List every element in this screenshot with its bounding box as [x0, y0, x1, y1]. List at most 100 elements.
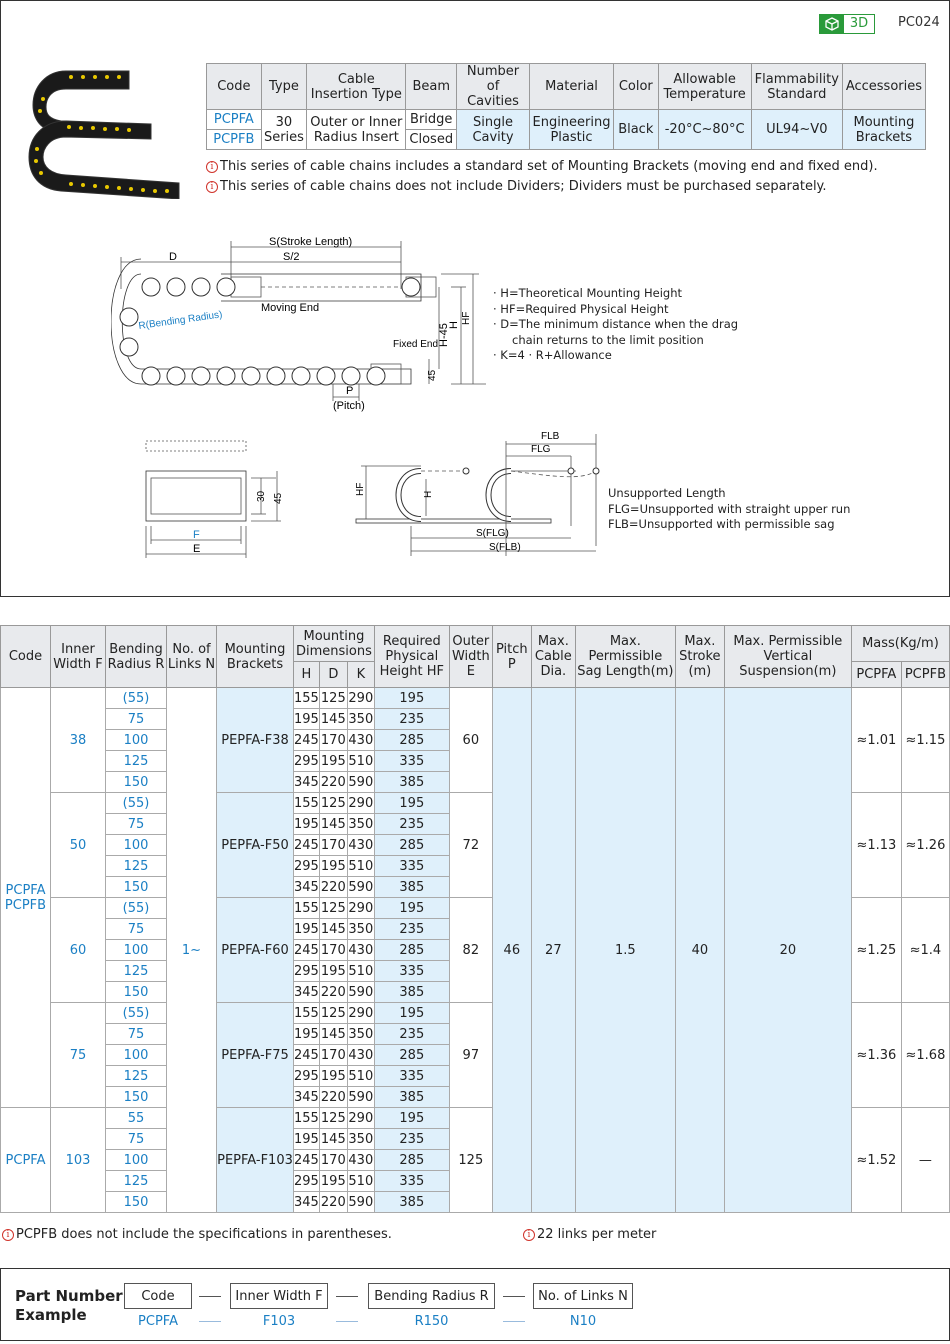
header-mass-a: PCPFA [850, 661, 902, 688]
hf-cell: 285 [373, 1149, 450, 1171]
hf-cell: 335 [373, 1065, 450, 1087]
hf-label: HF [461, 312, 472, 325]
header-hf: Required Physical Height HF [373, 625, 450, 688]
bending-radius-cell: 55 [105, 1107, 167, 1129]
hf-label: HF [355, 483, 366, 496]
d-cell: 125 [318, 897, 348, 919]
k-cell: 590 [346, 1191, 375, 1213]
k-cell: 590 [346, 876, 375, 898]
mass-a-cell: ≈1.36 [850, 1002, 902, 1108]
code-pcpfa[interactable]: PCPFA [206, 109, 262, 130]
pn-field-width: Inner Width F [230, 1283, 328, 1309]
bending-radius-cell: (55) [105, 687, 167, 709]
d-cell: 220 [318, 1191, 348, 1213]
legend-flb: FLB=Unsupported with permissible sag [608, 517, 835, 531]
beam-closed: Closed [405, 129, 458, 150]
k-cell: 510 [346, 960, 375, 982]
hf-cell: 195 [373, 792, 450, 814]
d-cell: 125 [318, 1002, 348, 1024]
h-cell: 345 [293, 1191, 320, 1213]
h-label: H [448, 321, 460, 329]
legend-unsupported: Unsupported Length [608, 486, 726, 500]
beam-bridge: Bridge [405, 109, 458, 130]
3d-label: 3D [849, 16, 869, 31]
d-cell: 125 [318, 792, 348, 814]
links-cell: 1~ [166, 687, 217, 1213]
bending-radius-cell: 150 [105, 771, 167, 793]
note-text: This series of cable chains does not inc… [220, 179, 827, 194]
h-cell: 245 [293, 939, 320, 961]
h-cell: 195 [293, 813, 320, 835]
title-line2: Example [15, 1306, 87, 1324]
d-cell: 195 [318, 750, 348, 772]
bending-radius-cell: 150 [105, 1191, 167, 1213]
h-cell: 295 [293, 1170, 320, 1192]
moving-end-label: Moving End [261, 302, 319, 314]
hf-cell: 235 [373, 918, 450, 940]
bending-radius-cell: 100 [105, 729, 167, 751]
d-cell: 125 [318, 687, 348, 709]
header-flammability: Flammability Standard [750, 63, 843, 110]
k-cell: 510 [346, 855, 375, 877]
pn-field-code: Code [124, 1283, 192, 1309]
dim-30-label: 30 [256, 490, 267, 502]
3d-model-button[interactable]: 3D [819, 14, 875, 34]
page-code: PC024 [898, 15, 940, 30]
bending-radius-cell: 125 [105, 1065, 167, 1087]
k-cell: 290 [346, 792, 375, 814]
header-pitch: Pitch P [491, 625, 532, 688]
d-cell: 145 [318, 708, 348, 730]
k-cell: 350 [346, 1128, 375, 1150]
stroke-label: S(Stroke Length) [269, 236, 352, 248]
outer-width-cell: 60 [448, 687, 493, 793]
legend-h: · H=Theoretical Mounting Height [493, 286, 682, 300]
k-cell: 430 [346, 1044, 375, 1066]
k-cell: 350 [346, 813, 375, 835]
header-mass: Mass(Kg/m) [850, 625, 950, 662]
half-stroke-label: S/2 [283, 251, 300, 263]
dim-45-label: 45 [273, 492, 284, 504]
k-cell: 590 [346, 981, 375, 1003]
dimension-table: Code Inner Width F Bending Radius R No. … [0, 625, 950, 1213]
hf-cell: 285 [373, 939, 450, 961]
mass-a-cell: ≈1.13 [850, 792, 902, 898]
header-accessories: Accessories [841, 63, 927, 110]
d-cell: 125 [318, 1107, 348, 1129]
mass-b-cell: ≈1.4 [900, 897, 950, 1003]
h-cell: 245 [293, 729, 320, 751]
d-cell: 170 [318, 1044, 348, 1066]
product-overview-panel: 3D PC024 Code Type Cable Insertion Type … [0, 0, 950, 597]
d-cell: 170 [318, 729, 348, 751]
header-mass-b: PCPFB [900, 661, 950, 688]
flammability-cell: UL94~V0 [750, 109, 843, 150]
cube-icon [820, 15, 844, 33]
flb-label: FLB [541, 431, 560, 442]
hf-cell: 235 [373, 1128, 450, 1150]
temperature-cell: -20°C~80°C [657, 109, 752, 150]
info-icon: i [206, 180, 218, 193]
mass-b-cell: — [900, 1107, 950, 1213]
header-temperature: Allowable Temperature [657, 63, 752, 110]
inner-width-cell: 75 [50, 1002, 106, 1108]
header-code: Code [0, 625, 51, 688]
pitch-word-label: (Pitch) [333, 400, 365, 412]
d-cell: 220 [318, 981, 348, 1003]
cable-dia-cell: 27 [530, 687, 576, 1213]
code-pcpfb[interactable]: PCPFB [206, 129, 262, 150]
hf-cell: 285 [373, 834, 450, 856]
header-d: D [318, 661, 348, 688]
e-label: E [193, 543, 200, 555]
k-cell: 290 [346, 1002, 375, 1024]
header-links: No. of Links N [166, 625, 217, 688]
